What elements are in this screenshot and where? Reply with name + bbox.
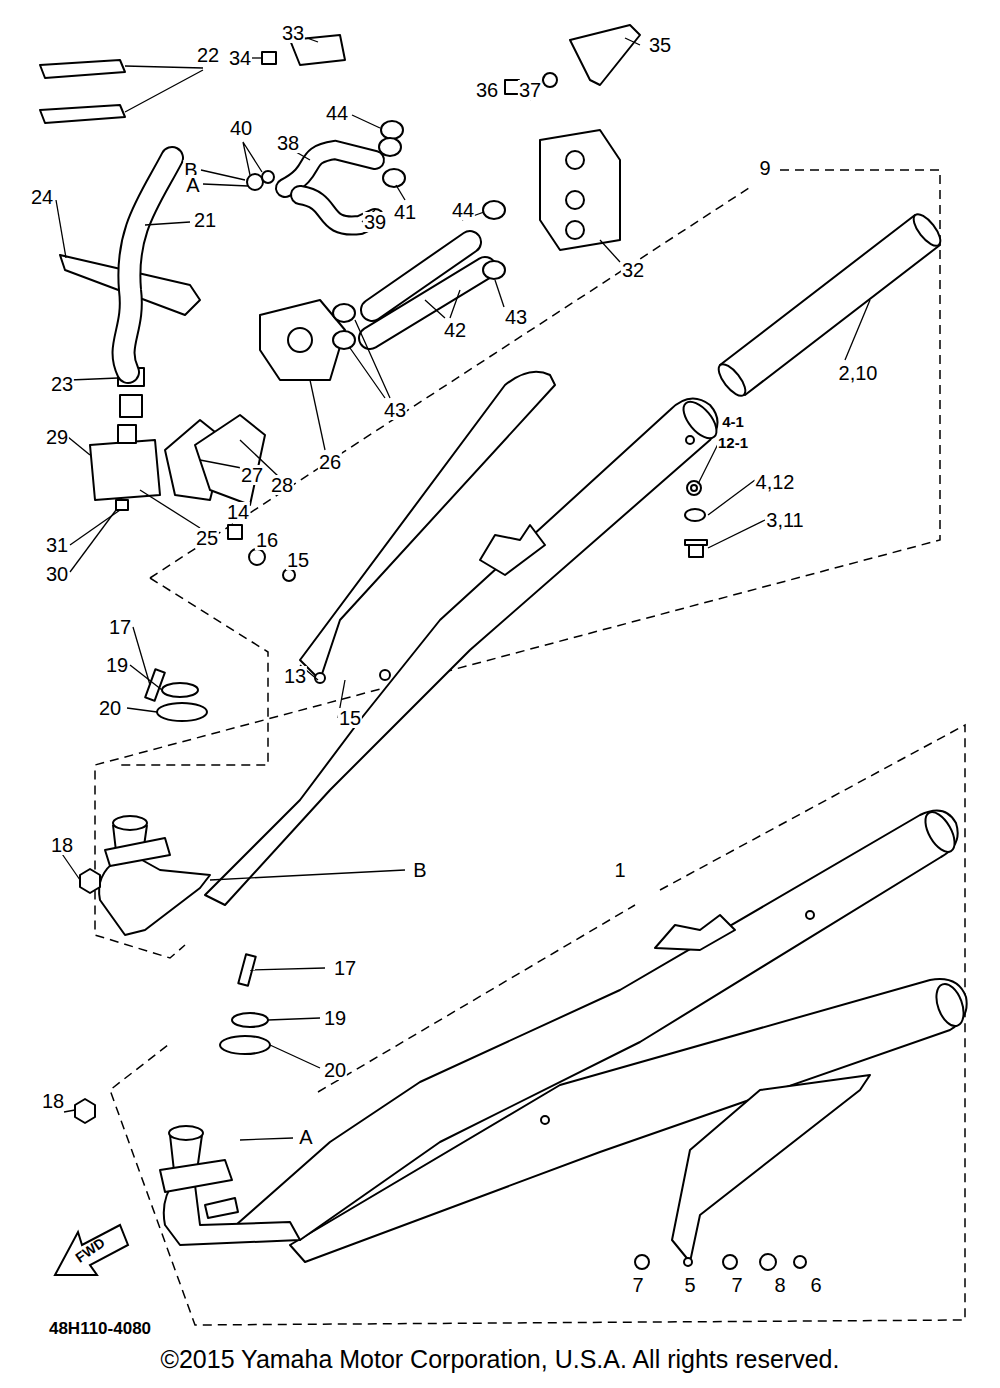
callout-number: 35 <box>648 35 672 55</box>
callout-number: 13 <box>283 666 307 686</box>
callout-number: 25 <box>195 528 219 548</box>
callout-number: 9 <box>758 158 771 178</box>
callout-number: 20 <box>323 1060 347 1080</box>
callout-number: B <box>412 860 427 880</box>
callout-number: 37 <box>518 80 542 100</box>
callout-number: 39 <box>363 212 387 232</box>
callout-number: 17 <box>108 617 132 637</box>
callout-number: 15 <box>338 708 362 728</box>
callout-number: 6 <box>809 1275 822 1295</box>
callout-number: 19 <box>323 1008 347 1028</box>
callout-number: 24 <box>30 187 54 207</box>
callout-number: 23 <box>50 374 74 394</box>
callout-number: 26 <box>318 452 342 472</box>
callout-number: 15 <box>286 550 310 570</box>
callout-number: 44 <box>451 200 475 220</box>
callout-number: 16 <box>255 530 279 550</box>
callout-number: A <box>298 1127 313 1147</box>
callout-number: 17 <box>333 958 357 978</box>
callout-number: 36 <box>475 80 499 100</box>
callout-number: 1 <box>613 860 626 880</box>
callout-number: 28 <box>270 475 294 495</box>
callout-number: 14 <box>226 502 250 522</box>
callout-number: 41 <box>393 202 417 222</box>
callout-number: 19 <box>105 655 129 675</box>
callout-number: 5 <box>683 1275 696 1295</box>
callout-number: 8 <box>773 1275 786 1295</box>
callout-number: 12-1 <box>717 435 749 450</box>
callout-number: 44 <box>325 103 349 123</box>
callout-number: 3,11 <box>765 510 804 530</box>
callout-number: 32 <box>621 260 645 280</box>
callout-number: 43 <box>383 400 407 420</box>
callout-number: 31 <box>45 535 69 555</box>
callout-number: 7 <box>631 1275 644 1295</box>
callout-number: 29 <box>45 427 69 447</box>
callout-number: 4-1 <box>721 414 745 429</box>
callout-number: 33 <box>281 23 305 43</box>
callout-number: 18 <box>41 1091 65 1111</box>
callout-number: 34 <box>228 48 252 68</box>
callout-number: 27 <box>240 465 264 485</box>
copyright-caption: ©2015 Yamaha Motor Corporation, U.S.A. A… <box>0 1345 1000 1374</box>
callout-number: 22 <box>196 45 220 65</box>
callout-number: 7 <box>730 1275 743 1295</box>
callout-number: 20 <box>98 698 122 718</box>
callout-number: 2,10 <box>838 363 879 383</box>
callout-number: 30 <box>45 564 69 584</box>
diagram-code: 48H110-4080 <box>48 1320 152 1337</box>
callout-number: 40 <box>229 118 253 138</box>
callout-number: 38 <box>276 133 300 153</box>
callout-number: 18 <box>50 835 74 855</box>
callout-number: A <box>185 175 200 195</box>
callout-number: 21 <box>193 210 217 230</box>
callout-number: 43 <box>504 307 528 327</box>
callout-number: 42 <box>443 320 467 340</box>
callout-number: 4,12 <box>755 472 796 492</box>
